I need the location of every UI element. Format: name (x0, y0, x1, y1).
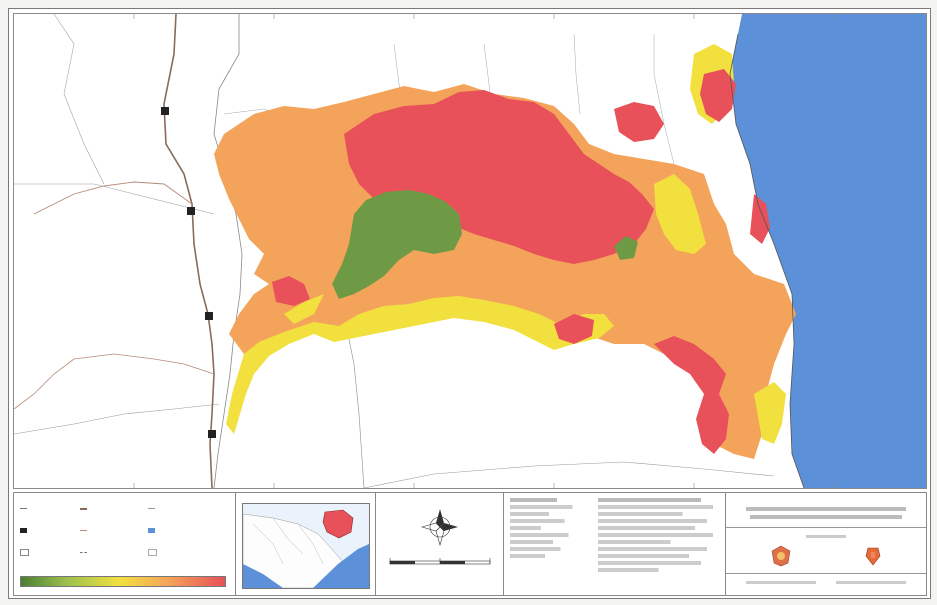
legend-panel (14, 493, 236, 595)
district-boundary-d (343, 313, 365, 488)
district-boundary-c (53, 14, 105, 185)
inset-highlight-area (322, 509, 354, 539)
road-marker (161, 107, 169, 115)
regency-boundary (213, 14, 243, 488)
road-marker (205, 312, 213, 320)
hazard-very-high-zone (344, 90, 654, 264)
hazard-moderate-zone (654, 174, 706, 254)
inset-map-panel (236, 493, 376, 595)
secondary-road-2 (73, 353, 215, 375)
notes-column-1 (510, 498, 588, 590)
legend-road-marker-symbol (20, 528, 27, 533)
district-boundary-e (363, 461, 775, 488)
inset-sea (243, 564, 283, 588)
district-boundary-b (14, 403, 220, 435)
hazard-very-high-zone (554, 314, 594, 344)
main-road (163, 14, 215, 488)
hazard-low-zone (614, 236, 638, 260)
graticule-ticks (133, 14, 835, 488)
hazard-very-high-zone (654, 336, 729, 454)
hazard-very-high-zone (614, 102, 664, 142)
sea-area (730, 14, 926, 488)
secondary-road (33, 181, 193, 215)
secondary-road-3 (14, 358, 75, 410)
notes-panel (504, 493, 726, 595)
legend-strip (13, 492, 927, 596)
hazard-very-high-zone (750, 194, 770, 244)
hazard-gradient-bar (20, 576, 226, 587)
north-arrow-panel (376, 493, 504, 595)
map-canvas (14, 14, 926, 488)
inset-map-canvas (243, 504, 369, 588)
inset-landmass (243, 513, 356, 588)
road-marker (208, 430, 216, 438)
inset-map[interactable] (242, 503, 370, 589)
map-title-line-2 (750, 515, 902, 519)
north-arrow-canvas (389, 509, 491, 565)
coastline (729, 33, 805, 488)
hazard-low-zone (332, 190, 462, 299)
hazard-very-high-zone (272, 276, 310, 306)
hazard-index-legend (20, 576, 226, 587)
road-marker (187, 207, 195, 215)
notes-column-2 (598, 498, 719, 590)
hazard-moderate-zone (226, 296, 614, 434)
hazard-layer (214, 44, 796, 459)
legend-road-symbol (80, 507, 87, 510)
inset-sea (313, 544, 369, 588)
compass-rose-icon (420, 509, 458, 547)
title-block-panel (726, 493, 926, 595)
scale-bar (389, 558, 491, 565)
regency-emblem-icon (771, 545, 791, 567)
map-title-line-1 (746, 507, 906, 511)
legend-column-3 (148, 498, 208, 593)
map-sheet (8, 8, 931, 599)
main-map[interactable] (13, 13, 927, 489)
legend-water-symbol (148, 528, 155, 533)
agency-logo-icon (865, 547, 881, 566)
hazard-very-high-zone (700, 69, 736, 122)
hazard-moderate-zone (284, 294, 324, 324)
hazard-moderate-zone (754, 382, 786, 444)
